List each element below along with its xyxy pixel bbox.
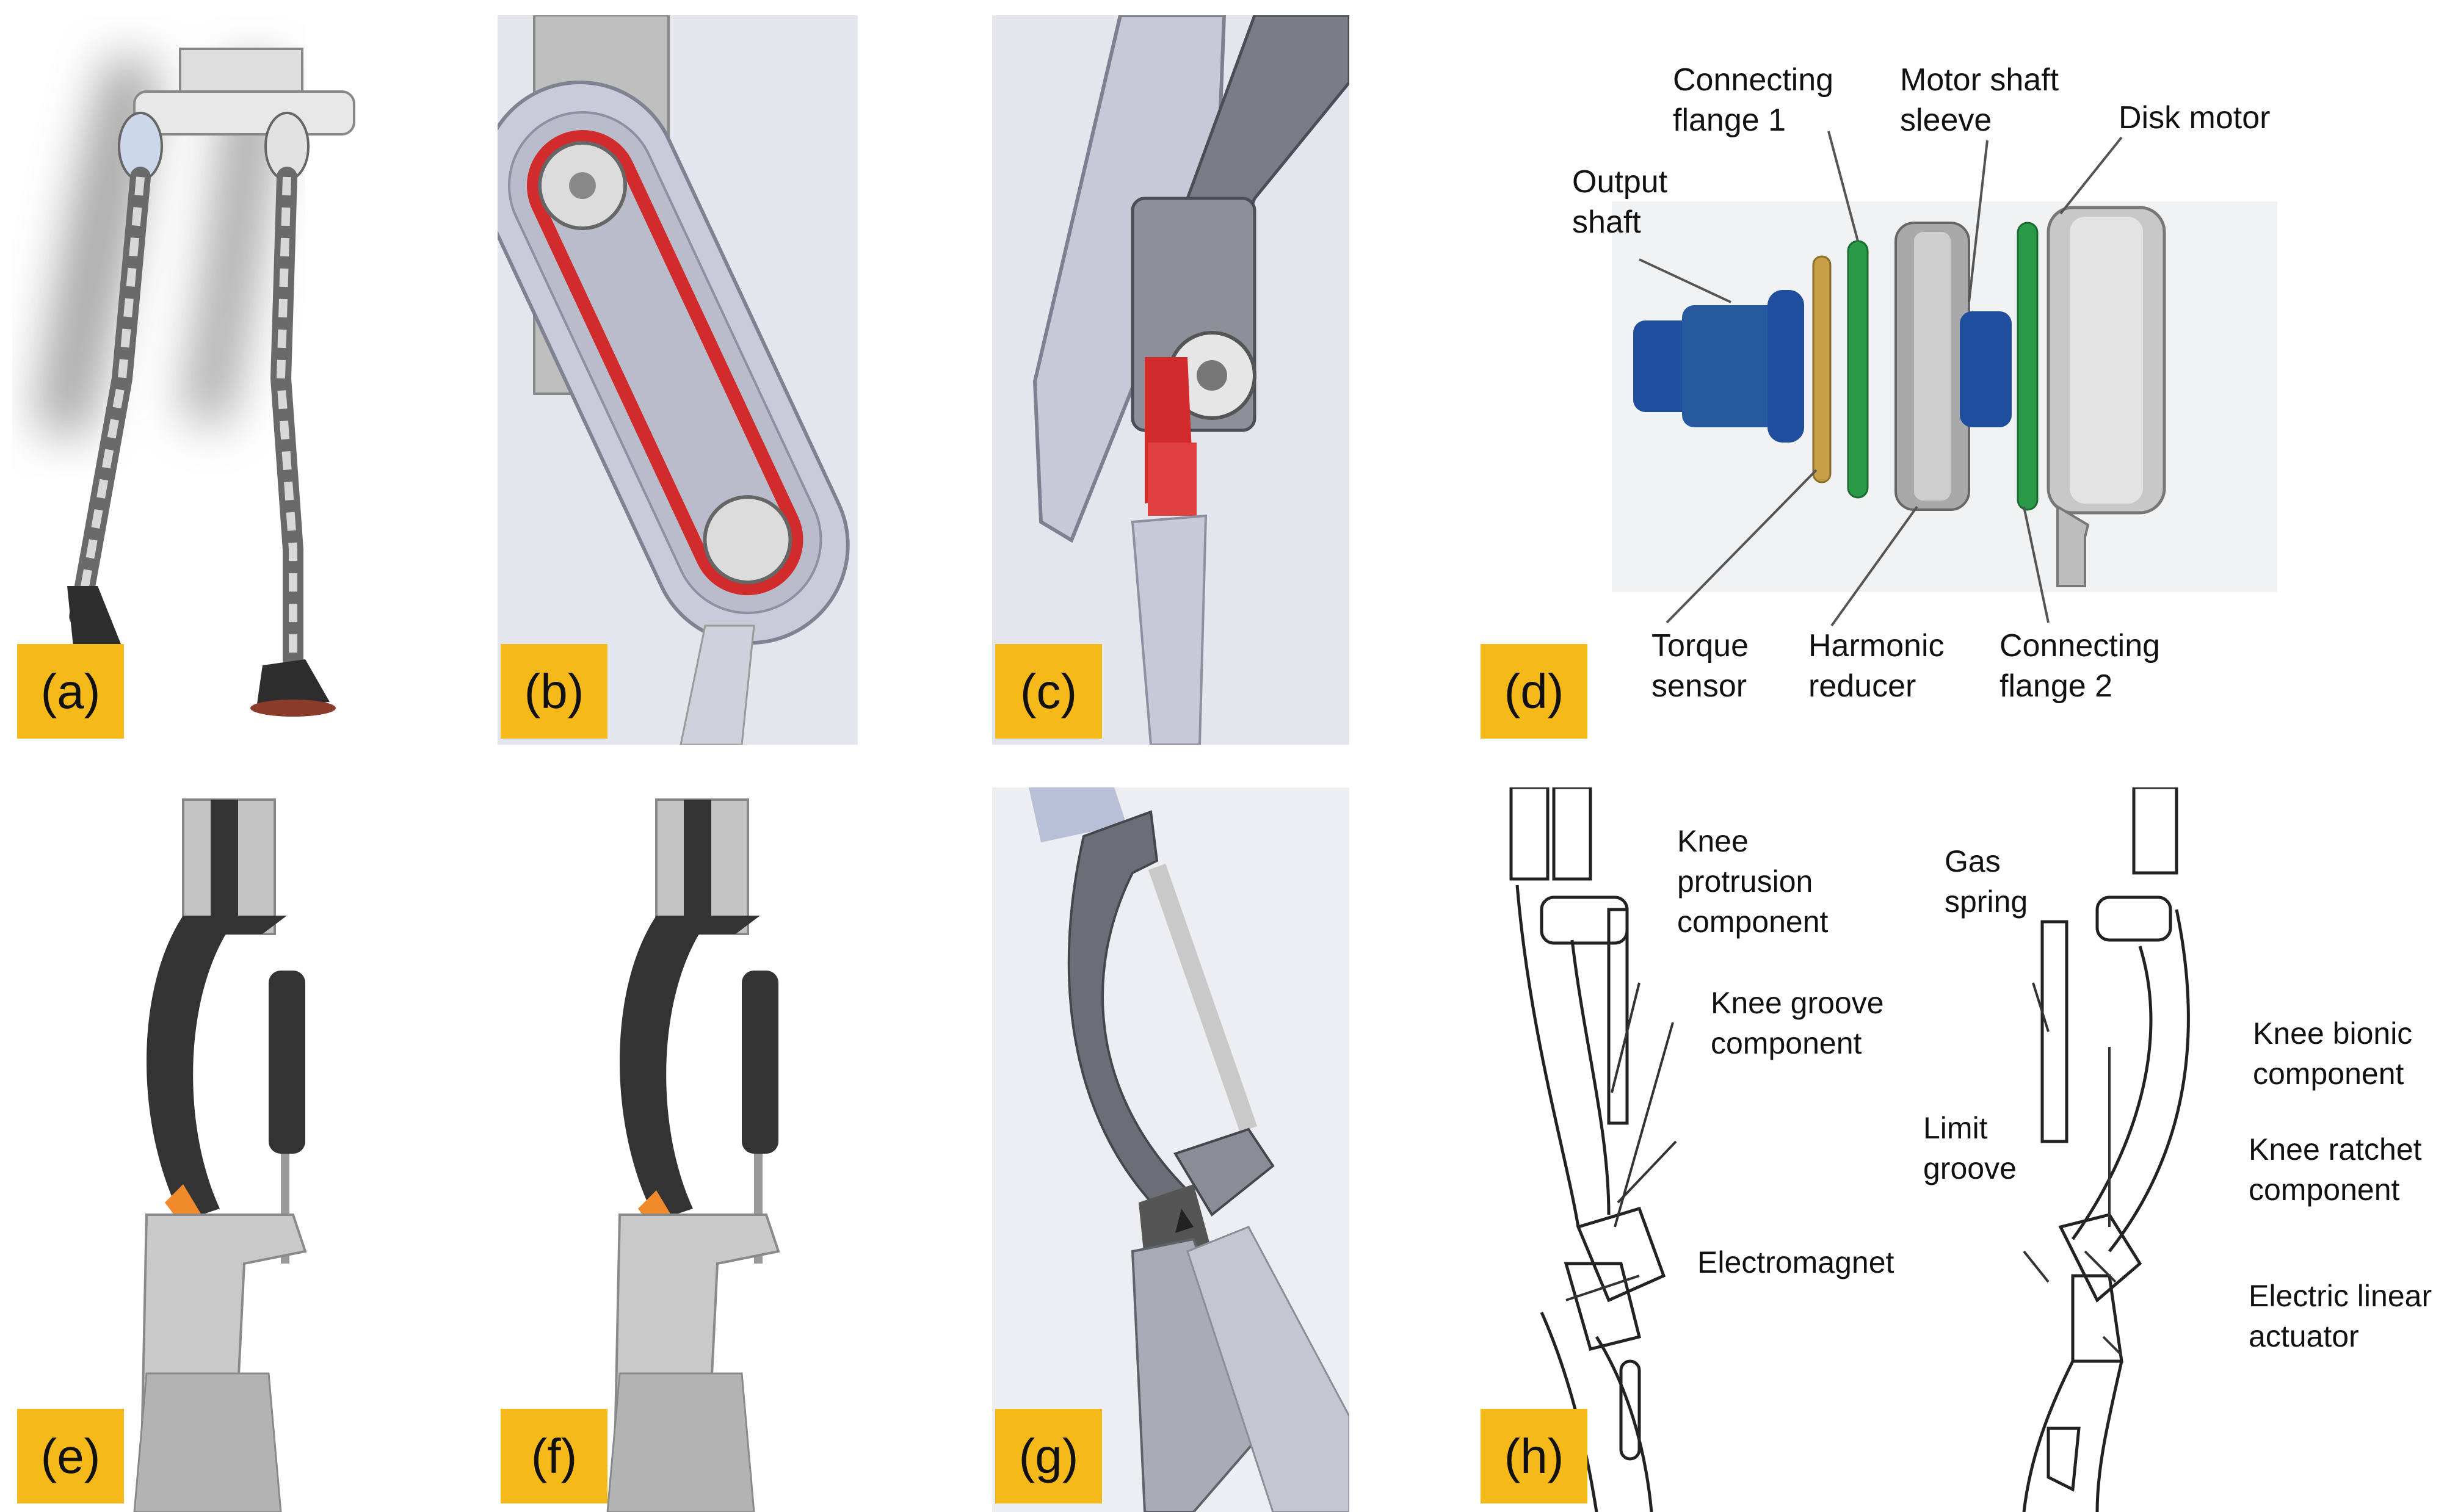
knee-mechanism-section-g-image [992,787,1349,1512]
leader-harmonic-reducer [1830,505,1918,627]
hip-belt-drive-image [498,15,858,745]
leader-gas-spring [2032,982,2050,1032]
leader-output-shaft [1639,258,1731,303]
label-torque-sensor: Torque sensor [1651,628,1749,704]
leader-flange-1 [1827,131,1859,242]
leader-limit-groove [2023,1250,2050,1283]
knee-mechanism-state-e-image [133,798,307,1512]
leader-flange-2 [2023,506,2050,623]
knee-joint-actuator-image [992,15,1349,745]
label-output-shaft: Output shaft [1572,164,1668,240]
label-knee-groove-component: Knee groove component [1711,986,1884,1060]
panel-a-label: (a) [17,644,124,739]
panel-b: (b) [498,15,858,745]
leader-knee-protrusion [1611,982,1640,1093]
knee-mechanism-state-f-image [606,798,780,1512]
panel-b-label: (b) [501,644,607,739]
panel-h-label: (h) [1481,1409,1587,1503]
label-gas-spring: Gas spring [1945,844,2028,919]
label-harmonic-reducer: Harmonic reducer [1808,628,1945,704]
panel-d: Output shaft Connecting flange 1 Motor s… [1462,0,2458,757]
panel-h: Knee protrusion component Knee groove co… [1462,787,2458,1512]
label-limit-groove: Limit groove [1923,1111,2017,1185]
label-knee-bionic-component: Knee bionic component [2253,1016,2413,1091]
panel-g-label: (g) [995,1409,1102,1503]
leader-knee-ratchet [2084,1250,2117,1283]
panel-g: (g) [992,787,1349,1512]
panel-e: (e) [0,787,464,1512]
leader-knee-groove-2 [1617,1140,1677,1204]
knee-mechanism-line-drawing [1509,787,2190,1512]
leader-disk-motor [2059,136,2123,215]
label-knee-ratchet-component: Knee ratchet component [2249,1132,2422,1207]
panel-c: (c) [992,15,1349,745]
panel-a: (a) [0,0,464,757]
label-connecting-flange-2: Connecting flange 2 [1999,628,2161,704]
exoskeleton-full-view-image [37,48,355,717]
label-electromagnet: Electromagnet [1697,1245,1894,1279]
panel-f: (f) [498,787,858,1512]
leader-torque-sensor [1666,469,1818,624]
label-electric-linear-actuator: Electric linear actuator [2249,1279,2432,1353]
label-connecting-flange-1: Connecting flange 1 [1673,62,1834,138]
leader-motor-sleeve [1968,140,1989,303]
hip-actuator-exploded-view [1612,131,2277,627]
panel-e-label: (e) [17,1409,124,1503]
leader-electromagnet [1565,1275,1640,1301]
panel-f-label: (f) [501,1409,607,1503]
label-motor-shaft-sleeve: Motor shaft sleeve [1900,62,2059,138]
panel-c-label: (c) [995,644,1102,739]
label-knee-protrusion-component: Knee protrusion component [1677,824,1829,939]
leader-electric-linear-actuator [2102,1336,2123,1356]
leader-knee-groove [1614,1022,1674,1228]
label-disk-motor: Disk motor [2119,100,2271,136]
panel-d-label: (d) [1481,644,1587,739]
